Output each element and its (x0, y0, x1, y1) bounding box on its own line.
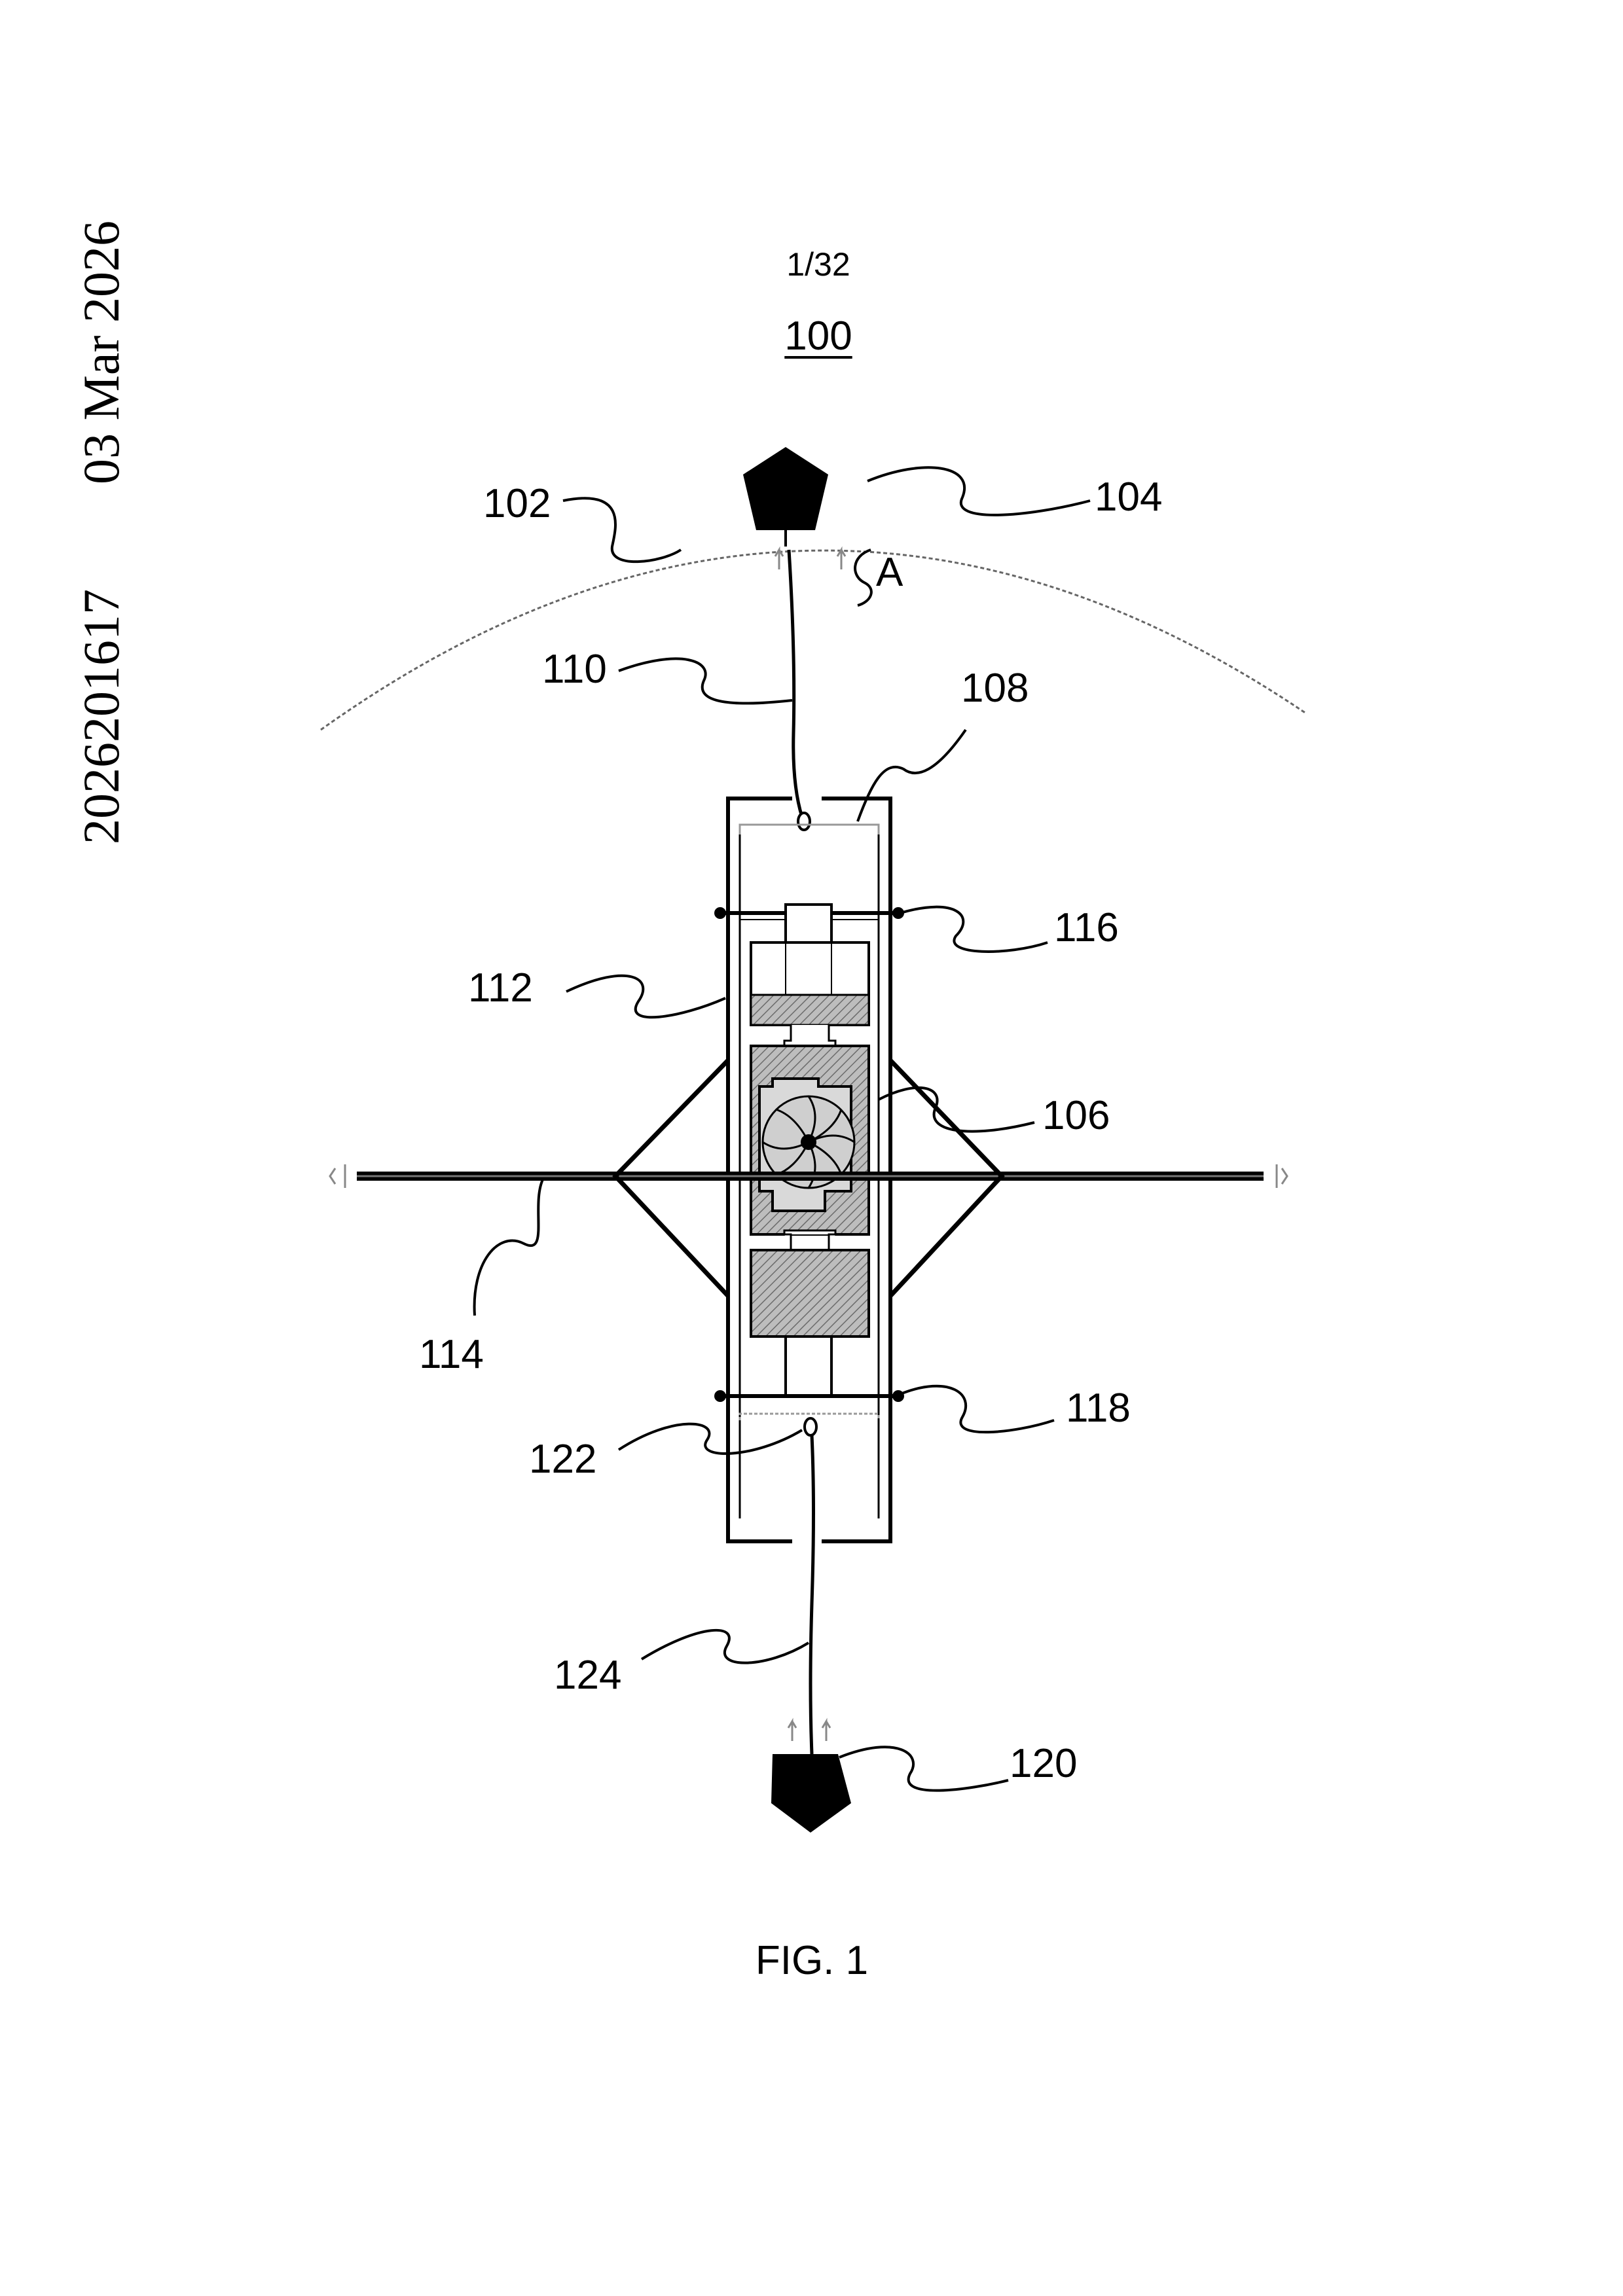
leader-124 (642, 1630, 809, 1663)
label-110: 110 (542, 647, 607, 692)
upper-tether-ring (798, 813, 810, 830)
label-112: 112 (468, 965, 533, 1011)
upper-connector (786, 905, 831, 944)
leader-120 (839, 1747, 1008, 1790)
leader-110 (619, 658, 792, 703)
lower-rod-left-nut (714, 1390, 726, 1402)
flow-arrow-a1 (775, 550, 783, 569)
label-124: 124 (554, 1653, 621, 1698)
lower-tether (811, 1435, 814, 1754)
flow-arrow-b1 (788, 1721, 796, 1741)
leader-114 (475, 1178, 543, 1316)
label-116: 116 (1054, 905, 1119, 950)
leader-104 (867, 467, 1090, 515)
label-114: 114 (419, 1332, 484, 1377)
leader-108 (858, 730, 966, 821)
upper-tether (789, 550, 802, 817)
label-122: 122 (529, 1437, 596, 1482)
leader-122 (619, 1424, 802, 1454)
water-surface-curve (321, 550, 1306, 730)
wing-arrow-left (330, 1164, 345, 1188)
flow-arrow-a2 (837, 550, 845, 569)
leader-116 (900, 907, 1048, 952)
upper-neck (784, 1025, 835, 1047)
label-118: 118 (1066, 1386, 1131, 1431)
label-108: 108 (961, 666, 1029, 711)
top-buoy (743, 447, 828, 530)
leader-112 (566, 976, 725, 1018)
leader-A (855, 550, 871, 605)
upper-rod-left-nut (714, 907, 726, 919)
label-106: 106 (1042, 1093, 1110, 1138)
label-A: A (876, 550, 903, 595)
flow-arrow-b2 (822, 1721, 830, 1741)
upper-module-base (751, 995, 869, 1025)
label-120: 120 (1010, 1741, 1077, 1786)
figure-caption: FIG. 1 (707, 1937, 917, 1984)
anchor-weight (771, 1754, 851, 1833)
lower-tether-ring (805, 1418, 816, 1435)
label-104: 104 (1095, 475, 1162, 520)
lower-connector (786, 1336, 831, 1395)
label-102: 102 (483, 481, 551, 526)
wing-arrow-right (1277, 1164, 1287, 1188)
lower-neck (784, 1230, 835, 1250)
leader-106 (879, 1088, 1034, 1132)
leader-118 (900, 1386, 1054, 1432)
leader-102 (563, 498, 681, 562)
lower-module (751, 1250, 869, 1336)
